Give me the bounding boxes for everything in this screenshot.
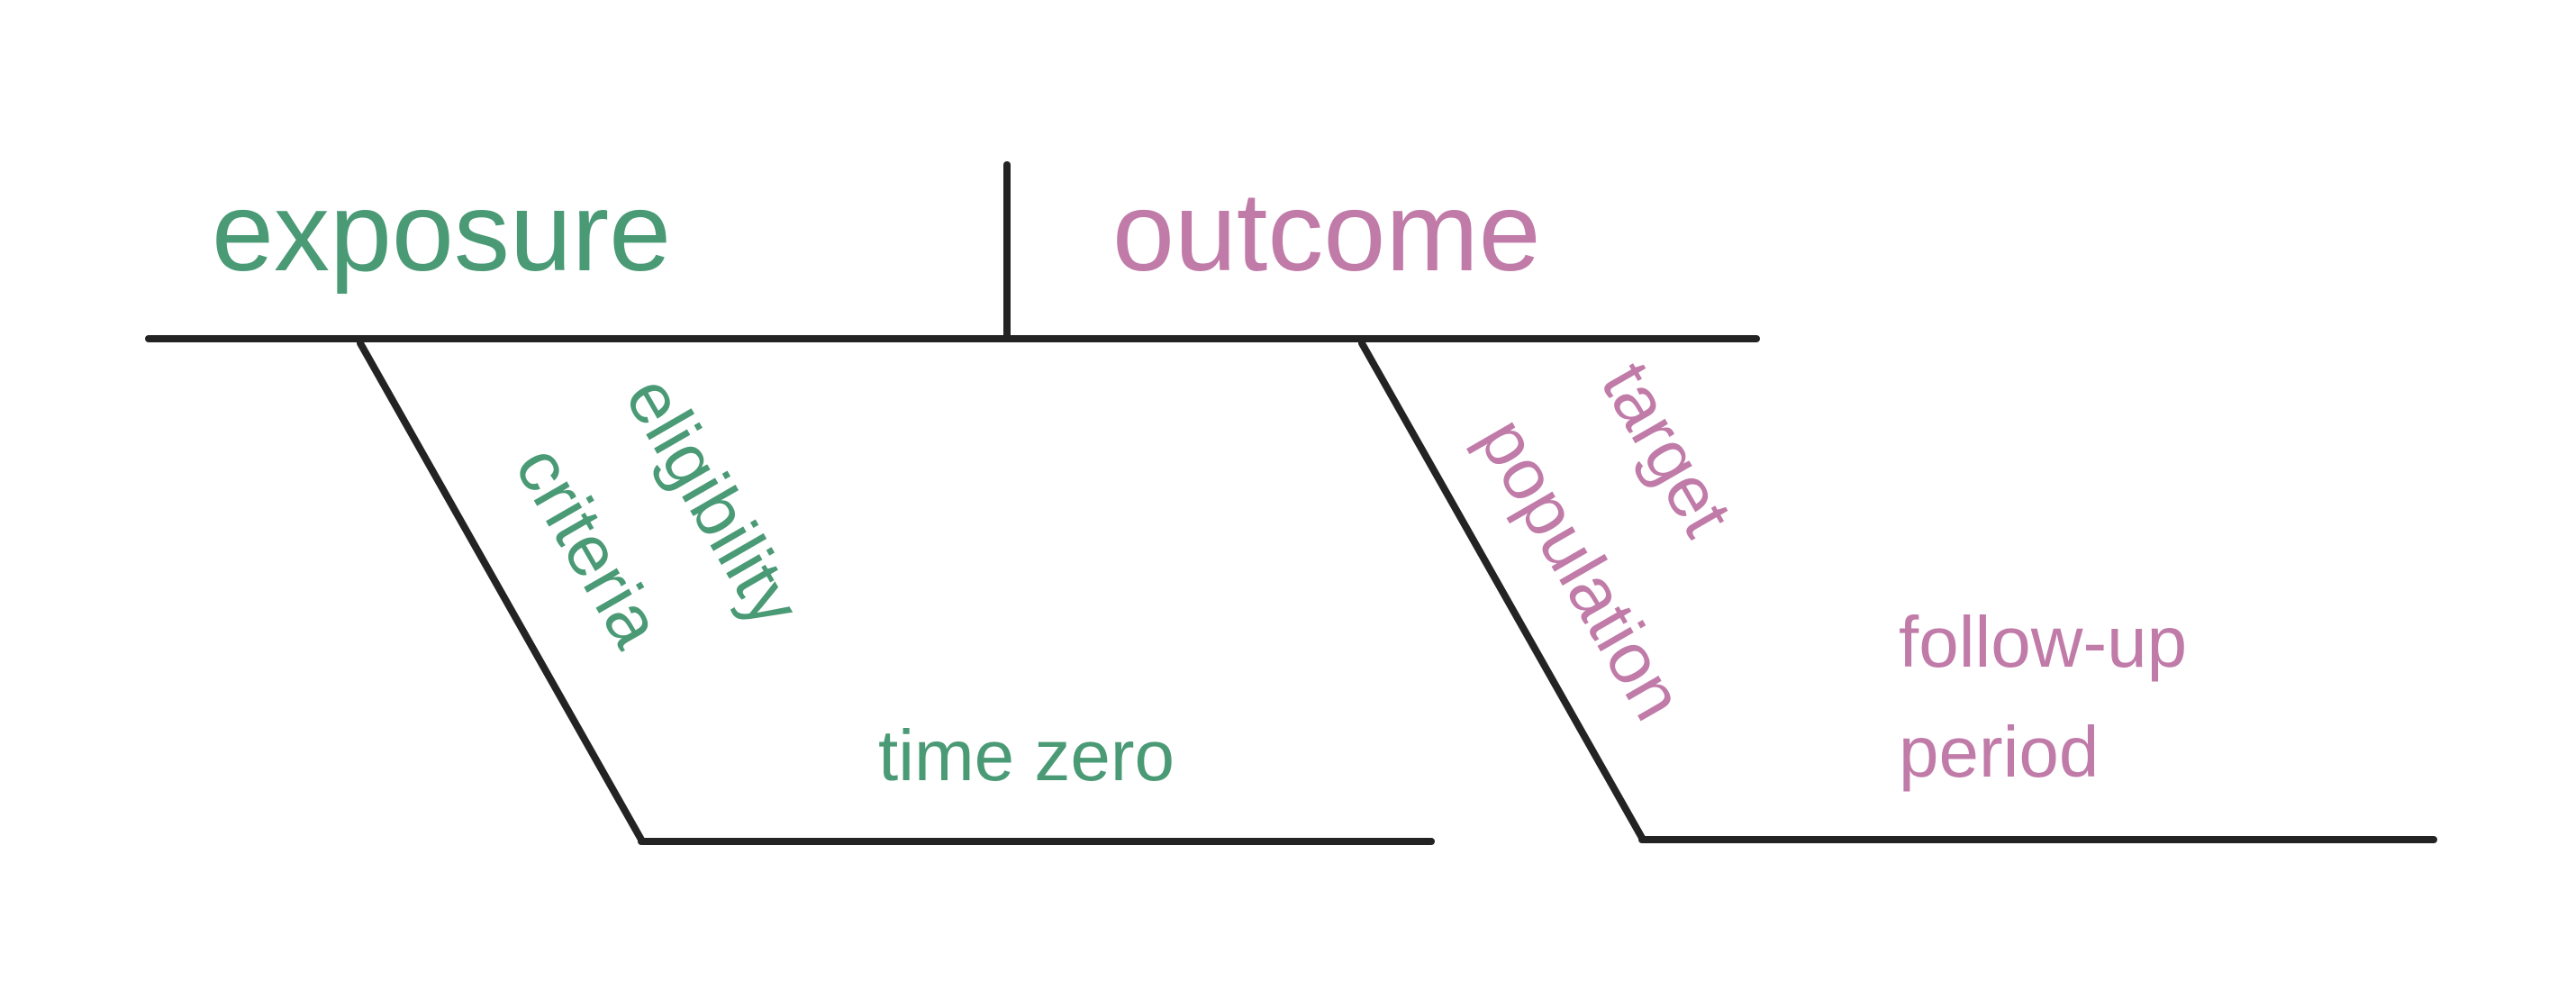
outcome-slanted-line xyxy=(1358,340,1646,841)
exposure-slanted-line xyxy=(357,340,645,843)
period-label: period xyxy=(1899,712,2099,792)
outcome-label: outcome xyxy=(1112,170,1541,295)
target-label: target xyxy=(1586,349,1747,549)
follow-up-label: follow-up xyxy=(1899,602,2187,682)
time-zero-label: time zero xyxy=(878,715,1175,796)
exposure-label: exposure xyxy=(212,170,671,295)
